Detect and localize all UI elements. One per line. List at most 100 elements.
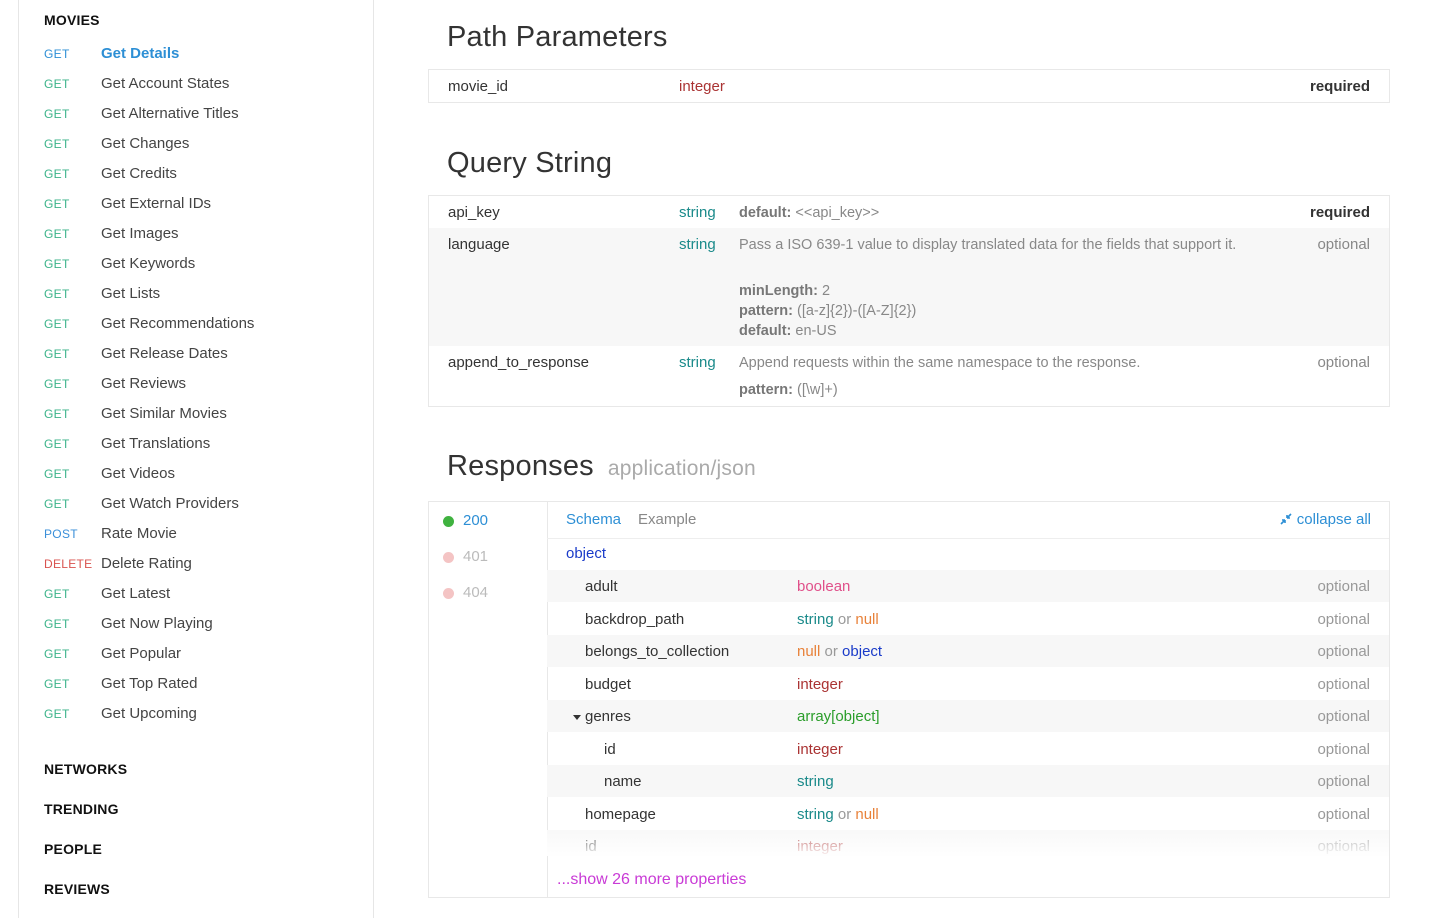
show-more-link[interactable]: ...show 26 more properties <box>557 871 747 888</box>
param-row: language string Pass a ISO 639-1 value t… <box>429 228 1389 346</box>
param-row: movie_id integer required <box>429 70 1389 102</box>
sidebar-item-get-changes[interactable]: GET Get Changes <box>19 130 373 160</box>
tab-schema[interactable]: Schema <box>566 511 622 528</box>
section-movies[interactable]: MOVIES <box>44 12 100 28</box>
sidebar-item-label: Rate Movie <box>101 525 177 542</box>
property-row: belongs_to_collection null or object opt… <box>547 635 1389 667</box>
sidebar-item-label: Get Reviews <box>101 375 187 392</box>
param-min-length: minLength: 2 <box>739 283 831 299</box>
method-badge: GET <box>44 347 70 361</box>
param-requirement: required <box>1309 78 1370 95</box>
sidebar-item-get-now-playing[interactable]: GET Get Now Playing <box>19 610 373 640</box>
sidebar-item-get-reviews[interactable]: GET Get Reviews <box>19 370 373 400</box>
method-badge: GET <box>44 317 70 331</box>
sidebar-item-get-popular[interactable]: GET Get Popular <box>19 640 373 670</box>
sidebar-item-label: Get Upcoming <box>101 705 197 722</box>
method-badge: GET <box>44 707 70 721</box>
section-reviews[interactable]: REVIEWS <box>44 881 110 897</box>
method-badge: GET <box>44 677 70 691</box>
response-codes: 200 401 404 <box>429 502 548 897</box>
sidebar-item-get-upcoming[interactable]: GET Get Upcoming <box>19 700 373 730</box>
method-badge: GET <box>44 137 70 151</box>
section-networks[interactable]: NETWORKS <box>44 761 128 777</box>
method-badge: GET <box>44 407 70 421</box>
sidebar-item-label: Get Watch Providers <box>101 495 239 512</box>
sidebar-item-label: Get Translations <box>101 435 211 452</box>
method-badge: GET <box>44 647 70 661</box>
sidebar-item-label: Get Videos <box>101 465 175 482</box>
status-dot-icon <box>443 588 454 599</box>
property-row: id integer optional <box>604 741 1370 758</box>
property-row: name string optional <box>547 765 1389 797</box>
property-row: adult boolean optional <box>547 570 1389 602</box>
sidebar-item-get-similar-movies[interactable]: GET Get Similar Movies <box>19 400 373 430</box>
collapse-all-button[interactable]: collapse all <box>1280 511 1371 528</box>
sidebar-item-label: Get Credits <box>101 165 177 182</box>
method-badge: GET <box>44 77 70 91</box>
sidebar-item-label: Get Lists <box>101 285 161 302</box>
sidebar-item-label: Get Now Playing <box>101 615 213 632</box>
param-description: Pass a ISO 639-1 value to display transl… <box>739 237 1237 253</box>
param-name: api_key <box>448 204 500 221</box>
sidebar-item-get-translations[interactable]: GET Get Translations <box>19 430 373 460</box>
method-badge: GET <box>44 617 70 631</box>
section-trending[interactable]: TRENDING <box>44 801 119 817</box>
sidebar-item-label: Get Top Rated <box>101 675 198 692</box>
schema-panel: Schema Example collapse all object adult… <box>547 502 1389 897</box>
divider <box>547 538 1389 539</box>
param-requirement: optional <box>1317 354 1370 371</box>
property-row: backdrop_path string or null optional <box>585 611 1370 628</box>
sidebar-item-get-recommendations[interactable]: GET Get Recommendations <box>19 310 373 340</box>
sidebar-item-get-top-rated[interactable]: GET Get Top Rated <box>19 670 373 700</box>
param-requirement: required <box>1309 204 1370 221</box>
method-badge: POST <box>44 527 78 541</box>
method-badge: GET <box>44 437 70 451</box>
sidebar-item-label: Get Images <box>101 225 179 242</box>
sidebar-item-label: Get External IDs <box>101 195 212 212</box>
property-row: budget integer optional <box>585 676 1370 693</box>
query-string-title: Query String <box>447 147 613 179</box>
param-type: integer <box>679 78 725 95</box>
sidebar-item-get-external-ids[interactable]: GET Get External IDs <box>19 190 373 220</box>
sidebar-item-label: Get Similar Movies <box>101 405 227 422</box>
method-badge: GET <box>44 197 70 211</box>
param-type: string <box>679 354 716 371</box>
status-dot-icon <box>443 552 454 563</box>
sidebar-item-label: Get Popular <box>101 645 182 662</box>
method-badge: GET <box>44 377 70 391</box>
sidebar-item-label: Get Changes <box>101 135 190 152</box>
param-pattern: pattern: ([\w]+) <box>739 382 838 398</box>
param-requirement: optional <box>1317 236 1370 253</box>
status-dot-icon <box>443 516 454 527</box>
section-people[interactable]: PEOPLE <box>44 841 102 857</box>
sidebar-item-rate-movie[interactable]: POST Rate Movie <box>19 520 373 550</box>
param-pattern: pattern: ([a-z]{2})-([A-Z]{2}) <box>739 303 917 319</box>
property-row-genres[interactable]: genres array[object] optional <box>547 700 1389 732</box>
param-name: movie_id <box>448 78 509 95</box>
param-type: string <box>679 236 716 253</box>
fade-overlay <box>547 830 1389 856</box>
sidebar-item-label: Get Alternative Titles <box>101 105 239 122</box>
tab-example[interactable]: Example <box>638 511 697 528</box>
sidebar-item-label: Get Recommendations <box>101 315 255 332</box>
collapse-icon <box>1280 513 1292 525</box>
param-name: language <box>448 236 510 253</box>
sidebar-item-label: Get Latest <box>101 585 171 602</box>
caret-down-icon <box>573 714 581 720</box>
property-row: homepage string or null optional <box>585 806 1370 823</box>
param-default: default: en-US <box>739 323 837 339</box>
